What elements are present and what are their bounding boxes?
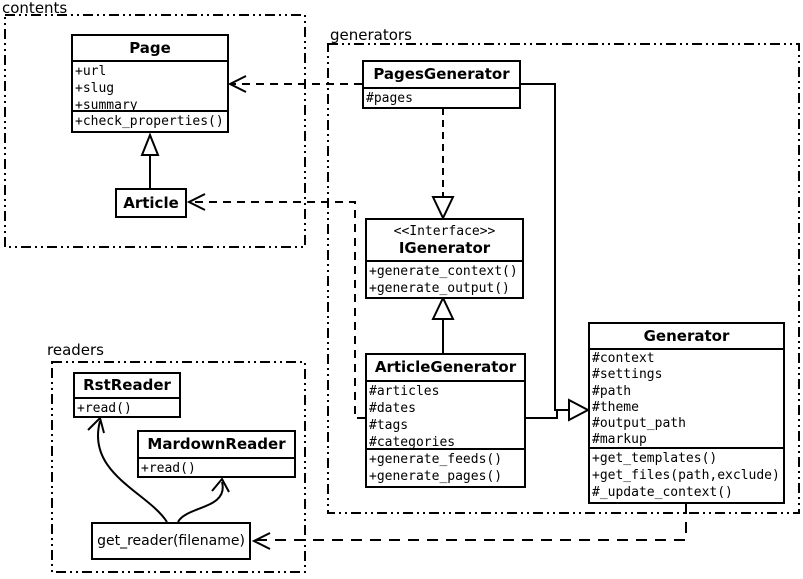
class-attribute: #settings — [592, 367, 663, 383]
class-box-page: Page +url +slug +summary +check_properti… — [71, 34, 229, 133]
class-method: +generate_pages() — [369, 469, 503, 484]
inheritance-triangle-icon — [140, 132, 160, 156]
class-attribute: #output_path — [592, 416, 686, 432]
package-border-generators — [327, 43, 800, 514]
open-arrowhead-icon — [87, 416, 105, 434]
package-label-readers: readers — [47, 341, 104, 359]
class-attribute: #tags — [369, 418, 409, 433]
methods-compartment: +check_properties() — [73, 110, 227, 131]
class-attribute: #markup — [592, 432, 647, 447]
attributes-compartment: #context #settings #path #theme #output_… — [590, 348, 783, 447]
class-attribute: #pages — [366, 91, 413, 106]
package-label-contents: contents — [2, 0, 68, 17]
class-title: Article — [123, 193, 179, 212]
methods-compartment: +get_templates() +get_files(path,exclude… — [590, 447, 783, 502]
function-label: get_reader(filename) — [97, 533, 245, 549]
class-box-igenerator: <<Interface>> IGenerator +generate_conte… — [365, 218, 524, 299]
open-arrowhead-icon — [227, 75, 247, 93]
class-attribute: #path — [592, 383, 632, 399]
class-title: Page — [129, 38, 171, 57]
methods-compartment: +generate_feeds() +generate_pages() — [367, 448, 524, 486]
class-attribute: #categories — [369, 435, 456, 448]
class-title: <<Interface>> IGenerator — [367, 220, 522, 260]
edge-getreader-to-rstreader — [97, 420, 168, 523]
attributes-compartment: #pages — [364, 87, 519, 107]
class-attribute: +summary — [75, 98, 138, 110]
methods-compartment: +read() — [139, 457, 294, 476]
open-arrowhead-icon — [251, 532, 271, 550]
class-box-articlegenerator: ArticleGenerator #articles #dates #tags … — [365, 353, 526, 488]
class-method: +read() — [77, 401, 132, 416]
class-method: +get_templates() — [592, 451, 718, 466]
inheritance-triangle-icon — [431, 295, 455, 320]
class-title: ArticleGenerator — [374, 358, 517, 376]
attributes-compartment: #articles #dates #tags #categories — [367, 380, 524, 448]
edge-getreader-to-mardownreader — [177, 481, 224, 523]
package-border-contents — [4, 14, 306, 248]
class-method: +check_properties() — [75, 114, 224, 129]
class-box-rstreader: RstReader +read() — [73, 372, 181, 418]
class-title: RstReader — [83, 376, 171, 394]
class-title: MardownReader — [147, 435, 286, 453]
edge-articlegenerator-to-article — [190, 201, 365, 419]
class-method: +generate_context() — [369, 264, 518, 279]
class-attribute: #context — [592, 351, 655, 366]
class-box-generator: Generator #context #settings #path #them… — [588, 322, 785, 504]
methods-compartment: +read() — [75, 397, 179, 416]
attributes-compartment: +url +slug +summary — [73, 60, 227, 110]
open-arrowhead-icon — [186, 193, 206, 211]
class-title: Generator — [643, 326, 730, 345]
edge-generator-to-getreader — [256, 503, 687, 541]
class-name: IGenerator — [398, 238, 491, 257]
class-attribute: #dates — [369, 401, 416, 416]
class-method: +read() — [141, 461, 196, 476]
class-method: #_update_context() — [592, 485, 733, 500]
class-title: PagesGenerator — [373, 65, 510, 83]
class-box-mardownreader: MardownReader +read() — [137, 430, 296, 478]
edge-articlegenerator-to-generator — [525, 410, 558, 419]
realization-triangle-icon — [431, 196, 455, 221]
class-method: +generate_output() — [369, 281, 510, 296]
open-arrowhead-icon — [211, 477, 230, 493]
class-attribute: +url — [75, 64, 107, 79]
class-attribute: +slug — [75, 81, 115, 96]
inheritance-triangle-icon — [568, 398, 591, 422]
package-border-readers — [51, 361, 306, 573]
function-box-get-reader: get_reader(filename) — [91, 522, 251, 560]
stereotype-label: <<Interface>> — [393, 223, 496, 239]
package-label-generators: generators — [330, 26, 412, 44]
methods-compartment: +generate_context() +generate_output() — [367, 260, 522, 297]
class-method: +get_files(path,exclude) — [592, 468, 780, 483]
class-attribute: #theme — [592, 399, 639, 415]
class-attribute: #articles — [369, 384, 440, 399]
class-method: +generate_feeds() — [369, 452, 503, 467]
class-box-article: Article — [115, 188, 187, 218]
edge-pagesgenerator-to-generator — [520, 83, 568, 411]
class-box-pagesgenerator: PagesGenerator #pages — [362, 60, 521, 109]
